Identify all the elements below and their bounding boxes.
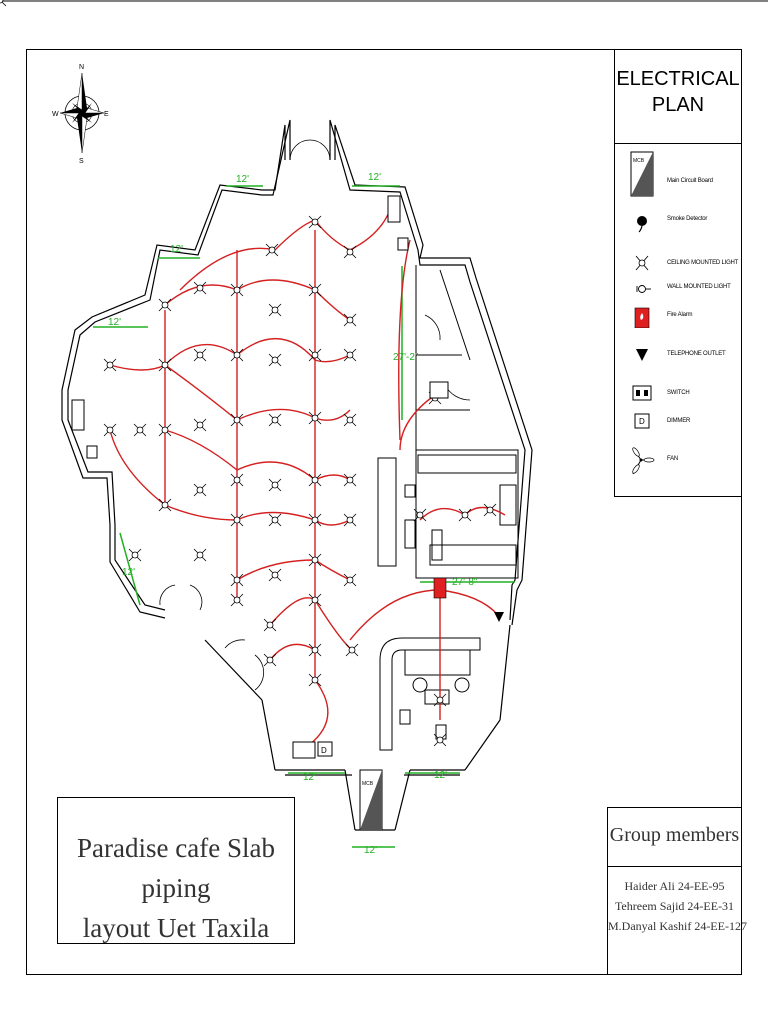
drawing-frame [26,49,742,975]
fan-icon [632,447,655,475]
legend-label-telephone-outlet: TELEPHONE OUTLET [667,351,726,357]
group-members-panel: Group members Haider Ali 24-EE-95 Tehree… [607,807,747,975]
legend-item-switch: SWITCH [615,382,741,404]
smoke-detector-icon [637,216,647,233]
legend-label-dimmer: DIMMER [667,418,691,424]
compass-south-label: S [79,158,84,165]
legend-title: ELECTRICAL PLAN [615,50,741,144]
legend-title-line1: ELECTRICAL [616,68,740,90]
legend-label-smoke-detector: Smoke Detector [667,216,708,222]
switch-icon [632,385,652,401]
plan-telephone-outlet-icon [494,612,504,622]
title-block: Paradise cafe Slab piping layout Uet Tax… [57,797,295,944]
building-outline [61,119,533,831]
dimension-label-6: 12' [122,567,135,578]
wiring-runs [109,209,506,749]
compass-north-label: N [79,64,84,71]
legend-item-dimmer: D DIMMER [615,410,741,432]
legend-label-main-circuit-board: Main Circuit Board [667,178,713,184]
group-members-heading: Group members [608,808,741,867]
plan-dimmer-label: D [321,746,327,755]
legend-label-ceiling-light: CEILING MOUNTED LIGHT [667,260,739,266]
group-members-list: Haider Ali 24-EE-95 Tehreem Sajid 24-EE-… [608,876,747,936]
legend-item-wall-light: WALL MOUNTED LIGHT [615,278,741,300]
group-member-3: M.Danyal Kashif 24-EE-127 [608,919,747,933]
telephone-outlet-icon [636,349,648,361]
compass-east-label: E [104,111,109,118]
dimension-label-8: 12' [303,772,316,783]
bar-counter [379,637,481,751]
legend-item-telephone-outlet: TELEPHONE OUTLET [615,346,741,368]
title-line1: Paradise cafe Slab piping [77,833,275,903]
fixture-symbols [0,0,497,747]
legend-label-switch: SWITCH [667,390,690,396]
dimension-label-10: 12' [364,845,377,856]
dimension-label-4: 12' [108,317,121,328]
dimmer-icon: D [634,413,650,429]
group-member-2: Tehreem Sajid 24-EE-31 [614,899,735,913]
dimension-label-5: 27'-2" [393,352,419,363]
legend-panel: ELECTRICAL PLAN MCB Main Circuit Board S… [614,49,742,497]
legend-item-smoke-detector: Smoke Detector [615,212,741,234]
dimension-label-7: 27'-8" [452,577,478,588]
dimension-label-3: 12' [170,244,183,255]
wall-light-icon [636,285,651,293]
interior-walls [377,265,519,579]
main-circuit-board-icon: MCB [630,151,654,197]
legend-item-fire-alarm: Fire Alarm [615,306,741,328]
ceiling-light-icon [635,255,649,271]
plan-mcb-label: MCB [362,781,374,787]
legend-label-fire-alarm: Fire Alarm [667,312,693,318]
title-line2: layout Uet Taxila [82,913,270,943]
legend-dimmer-text: D [639,417,645,426]
fire-alarm-icon [634,307,650,328]
plan-main-circuit-board-icon: MCB [359,769,383,831]
group-member-1: Haider Ali 24-EE-95 [624,879,725,893]
legend-title-line2: PLAN [651,94,705,116]
compass-west-label: W [52,111,59,118]
plan-fire-alarm-icon [433,577,447,599]
legend-mcb-text: MCB [633,158,645,164]
dimension-label-9: 12' [434,770,447,781]
legend-label-fan: FAN [667,456,679,462]
dimension-label-1: 12' [236,174,249,185]
plan-switch-panels [71,195,449,759]
legend-label-wall-light: WALL MOUNTED LIGHT [667,284,731,290]
compass-rose-icon: N S E W [52,64,109,165]
dimension-label-2: 12' [368,172,381,183]
legend-item-main-circuit-board: MCB Main Circuit Board [615,150,741,198]
legend-item-ceiling-light: CEILING MOUNTED LIGHT [615,252,741,274]
legend-item-fan: FAN [615,446,741,476]
